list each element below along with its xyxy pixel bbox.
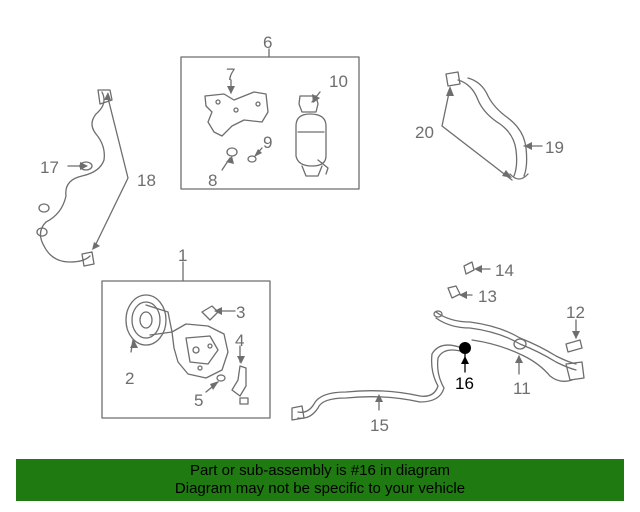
label-10: 10: [329, 72, 348, 91]
info-banner: Part or sub-assembly is #16 in diagram D…: [16, 459, 624, 501]
o-ring-part-5: [216, 374, 226, 382]
reservoir-part-10: [295, 113, 327, 167]
hose-assembly-part-11: [435, 311, 577, 365]
clip-part-9: [247, 155, 257, 163]
bracket-part-12: [565, 339, 583, 353]
label-18: 18: [137, 171, 156, 190]
grommet-part-8: [226, 147, 238, 157]
fitting-part-3: [201, 305, 219, 321]
pipe-part-4: [231, 365, 247, 397]
highlighted-part-16: [459, 342, 471, 354]
return-hose-part-18: [39, 91, 105, 263]
label-2: 2: [125, 369, 134, 388]
label-17: 17: [40, 158, 59, 177]
clip-part-13: [447, 285, 461, 299]
label-20: 20: [415, 123, 434, 142]
banner-line-part: Part or sub-assembly is #16 in diagram: [189, 462, 451, 479]
label-13: 13: [478, 287, 497, 306]
label-1: 1: [178, 246, 187, 265]
label-3: 3: [236, 303, 245, 322]
label-16: 16: [455, 374, 474, 393]
banner-line-disclaimer: Diagram may not be specific to your vehi…: [174, 480, 466, 497]
label-14: 14: [495, 261, 514, 280]
assembly-box-6: [180, 56, 360, 190]
label-4: 4: [235, 331, 244, 350]
label-5: 5: [194, 391, 203, 410]
label-15: 15: [370, 416, 389, 435]
label-6: 6: [263, 33, 272, 52]
label-7: 7: [226, 65, 235, 84]
label-9: 9: [263, 133, 272, 152]
pulley-part-2: [125, 294, 167, 346]
label-8: 8: [208, 171, 217, 190]
pressure-line-part-15: [297, 344, 463, 413]
suction-hose-part-19: [457, 79, 518, 177]
pump-body: [171, 323, 229, 379]
label-19: 19: [545, 138, 564, 157]
label-12: 12: [566, 303, 585, 322]
clamp-part-14: [463, 261, 475, 275]
parts-diagram: 6 7 8 9 10 1 2 3 4 5 17 18 20 19 14 13 1…: [36, 33, 585, 435]
label-11: 11: [513, 379, 531, 398]
bracket-part-7: [204, 91, 269, 137]
assembly-box-1: [101, 280, 271, 419]
